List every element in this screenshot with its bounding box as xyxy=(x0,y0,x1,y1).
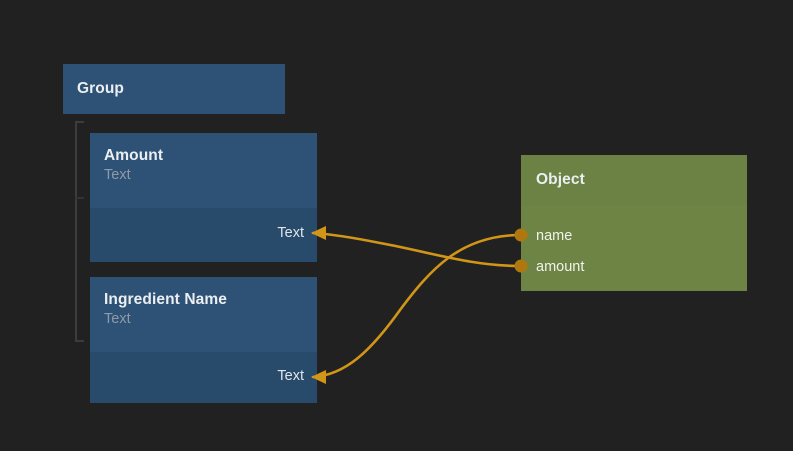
node-object-body: name amount xyxy=(521,205,747,291)
group-bracket-tick-top xyxy=(75,121,84,123)
node-amount-output-port-label[interactable]: Text xyxy=(277,225,304,241)
node-ingredient-name-output-port-label[interactable]: Text xyxy=(277,368,304,384)
node-amount-subtitle: Text xyxy=(104,166,131,183)
group-title: Group xyxy=(77,80,124,98)
node-ingredient-name-title: Ingredient Name xyxy=(104,291,227,308)
node-object[interactable]: Object name amount xyxy=(521,155,747,291)
node-ingredient-name[interactable]: Ingredient Name Text Text xyxy=(90,277,317,403)
node-object-header: Object xyxy=(521,155,747,205)
node-amount-header: Amount Text xyxy=(90,133,317,208)
edge-name-to-ingredient-name[interactable] xyxy=(311,233,523,379)
group-bracket-spine xyxy=(75,121,77,342)
group-bracket-tick-bottom xyxy=(75,340,84,342)
object-port-label-name[interactable]: name xyxy=(536,228,573,244)
node-ingredient-name-body: Text xyxy=(90,352,317,403)
node-ingredient-name-header: Ingredient Name Text xyxy=(90,277,317,352)
node-ingredient-name-subtitle: Text xyxy=(104,310,131,327)
object-port-label-amount[interactable]: amount xyxy=(536,259,585,275)
group-header-node[interactable]: Group xyxy=(63,64,285,114)
node-amount-body: Text xyxy=(90,208,317,262)
node-amount[interactable]: Amount Text Text xyxy=(90,133,317,262)
node-amount-title: Amount xyxy=(104,147,164,164)
node-object-title: Object xyxy=(536,171,585,189)
edge-amount-to-amount[interactable] xyxy=(311,231,523,268)
group-bracket-tick-middle xyxy=(75,197,84,199)
